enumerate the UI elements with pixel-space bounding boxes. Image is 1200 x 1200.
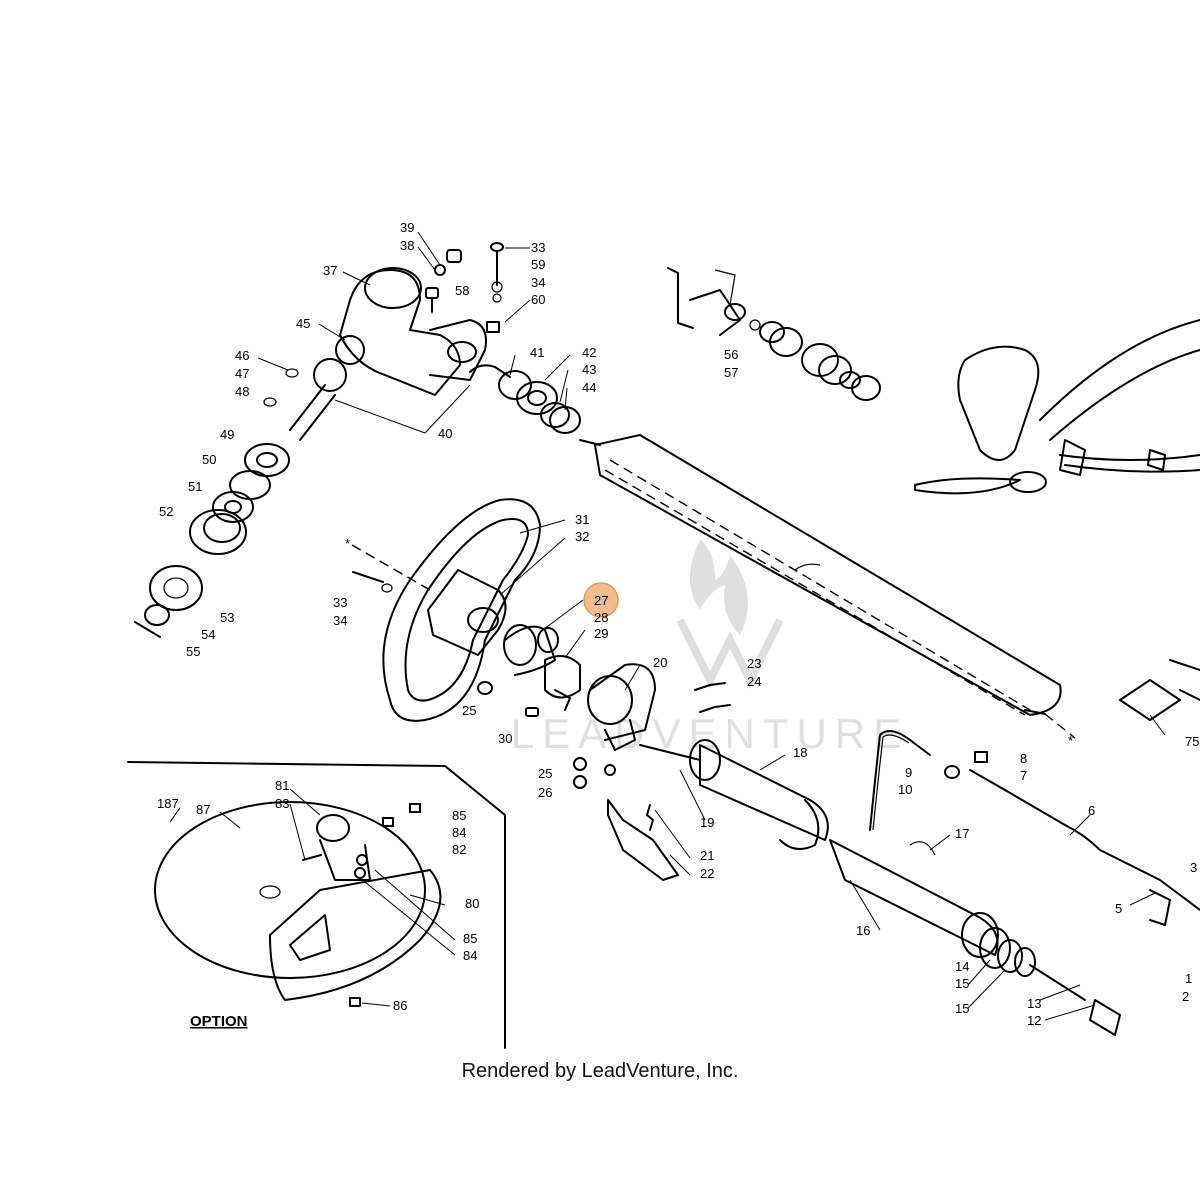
callout-14[interactable]: 14 [955,959,969,974]
callout-44[interactable]: 44 [582,380,596,395]
callout-38[interactable]: 38 [400,238,414,253]
gear-head-assembly [134,242,581,638]
callout-7[interactable]: 7 [1020,768,1027,783]
callout-82[interactable]: 82 [452,842,466,857]
callout-31[interactable]: 31 [575,512,589,527]
callout-13[interactable]: 13 [1027,996,1041,1011]
callout-16[interactable]: 16 [856,923,870,938]
callout-52[interactable]: 52 [159,504,173,519]
clamp-parts [503,624,581,717]
main-tube-assembly [689,739,1121,1036]
callout-59[interactable]: 59 [531,257,545,272]
shoulder-strap [914,319,1200,495]
highlighted-callout-marker[interactable] [583,582,619,618]
leadventure-watermark: LEADVENTURE [511,540,909,757]
callout-28[interactable]: 28 [594,610,608,625]
callout-49[interactable]: 49 [220,427,234,442]
callout-29[interactable]: 29 [594,626,608,641]
callout-17[interactable]: 17 [955,826,969,841]
callout-58[interactable]: 58 [455,283,469,298]
callout-10[interactable]: 10 [898,782,912,797]
callout-80[interactable]: 80 [465,896,479,911]
callout-32[interactable]: 32 [575,529,589,544]
callout-26[interactable]: 26 [538,785,552,800]
callout-50[interactable]: 50 [202,452,216,467]
callout-15-a[interactable]: 15 [955,976,969,991]
callout-37[interactable]: 37 [323,263,337,278]
callout-75[interactable]: 75 [1185,734,1199,749]
callout-84-bottom[interactable]: 84 [463,948,477,963]
callout-83[interactable]: 83 [275,796,289,811]
callout-30[interactable]: 30 [498,731,512,746]
callout-84-top[interactable]: 84 [452,825,466,840]
callout-42[interactable]: 42 [582,345,596,360]
callout-87[interactable]: 87 [196,802,210,817]
callout-60[interactable]: 60 [531,292,545,307]
callout-85-bottom[interactable]: 85 [463,931,477,946]
callout-43[interactable]: 43 [582,362,596,377]
callout-20[interactable]: 20 [653,655,667,670]
callout-81[interactable]: 81 [275,778,289,793]
callout-55[interactable]: 55 [186,644,200,659]
callout-56[interactable]: 56 [724,347,738,362]
callout-34[interactable]: 34 [333,613,347,628]
callout-5[interactable]: 5 [1115,901,1122,916]
callout-40[interactable]: 40 [438,426,452,441]
callout-15-b[interactable]: 15 [955,1001,969,1016]
callout-33-top[interactable]: 33 [531,240,545,255]
callout-187[interactable]: 187 [157,796,179,811]
callout-41[interactable]: 41 [530,345,544,360]
callout-46[interactable]: 46 [235,348,249,363]
option-box [127,761,506,1049]
callout-34-top[interactable]: 34 [531,275,545,290]
callout-labels: 39 38 37 58 33 59 34 60 45 46 47 48 49 5… [157,220,1199,1030]
callout-33[interactable]: 33 [333,595,347,610]
callout-6[interactable]: 6 [1088,803,1095,818]
callout-1[interactable]: 1 [1185,971,1192,986]
throttle-cable [869,659,1200,926]
callout-2[interactable]: 2 [1182,989,1189,1004]
throttle-assembly [573,663,731,881]
callout-53[interactable]: 53 [220,610,234,625]
callout-48[interactable]: 48 [235,384,249,399]
shaft-tube: * [579,434,1076,748]
svg-text:*: * [1068,733,1073,748]
callout-45[interactable]: 45 [296,316,310,331]
callout-25-upper[interactable]: 25 [462,703,476,718]
callout-21[interactable]: 21 [700,848,714,863]
callout-85-top[interactable]: 85 [452,808,466,823]
callout-54[interactable]: 54 [201,627,215,642]
svg-text:*: * [345,536,350,551]
callout-25-lower[interactable]: 25 [538,766,552,781]
callout-57[interactable]: 57 [724,365,738,380]
callout-19[interactable]: 19 [700,815,714,830]
loop-handle: * [345,498,541,722]
callout-51[interactable]: 51 [188,479,202,494]
leader-lines [169,231,1166,1021]
callout-12[interactable]: 12 [1027,1013,1041,1028]
callout-18[interactable]: 18 [793,745,807,760]
rendered-by-footer: Rendered by LeadVenture, Inc. [461,1060,739,1082]
watermark-text: LEADVENTURE [511,710,909,757]
callout-3[interactable]: 3 [1190,860,1197,875]
option-label: OPTION [190,1013,248,1030]
callout-27[interactable]: 27 [594,593,608,608]
callout-39[interactable]: 39 [400,220,414,235]
callout-23[interactable]: 23 [747,656,761,671]
callout-47[interactable]: 47 [235,366,249,381]
callout-22[interactable]: 22 [700,866,714,881]
callout-8[interactable]: 8 [1020,751,1027,766]
callout-24[interactable]: 24 [747,674,761,689]
callout-9[interactable]: 9 [905,765,912,780]
engine-side-parts [667,267,881,401]
callout-86[interactable]: 86 [393,998,407,1013]
